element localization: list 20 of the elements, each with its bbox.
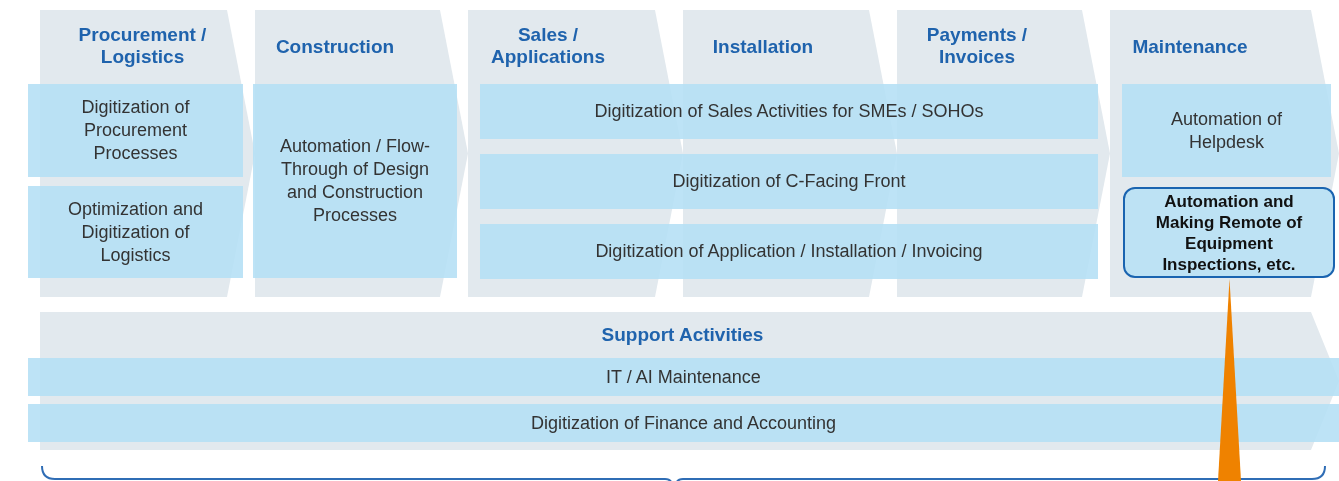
activity-box: Digitization of Application / Installation / Invoicing	[480, 224, 1098, 279]
activity-box: Automation / Flow-Through of Design and Construction Processes	[253, 84, 457, 278]
stage-panel	[1110, 10, 1339, 297]
highlighted-activity-box: Automation and Making Remote of Equipment Inspections, etc.	[1123, 187, 1335, 278]
stage-heading: Sales / Applications	[490, 24, 606, 68]
stage-heading: Construction	[274, 36, 396, 58]
stage-panel	[255, 10, 468, 297]
activity-box: Digitization of Sales Activities for SMEs / SOHOs	[480, 84, 1098, 139]
activity-box: Automation of Helpdesk	[1122, 84, 1331, 177]
stage-heading: Maintenance	[1131, 36, 1249, 58]
activity-box: Digitization of Procurement Processes	[28, 84, 243, 177]
stage-heading: Payments / Invoices	[925, 24, 1029, 68]
stage-heading: Support Activities	[600, 324, 765, 346]
activity-box: Optimization and Digitization of Logistics	[28, 186, 243, 278]
activity-box: Digitization of Finance and Accounting	[28, 404, 1339, 442]
callout-pointer	[1218, 279, 1241, 481]
activity-box: IT / AI Maintenance	[28, 358, 1339, 396]
activity-box: Digitization of C-Facing Front	[480, 154, 1098, 209]
stage-heading: Installation	[711, 36, 815, 58]
stage-heading: Procurement / Logistics	[77, 24, 208, 68]
